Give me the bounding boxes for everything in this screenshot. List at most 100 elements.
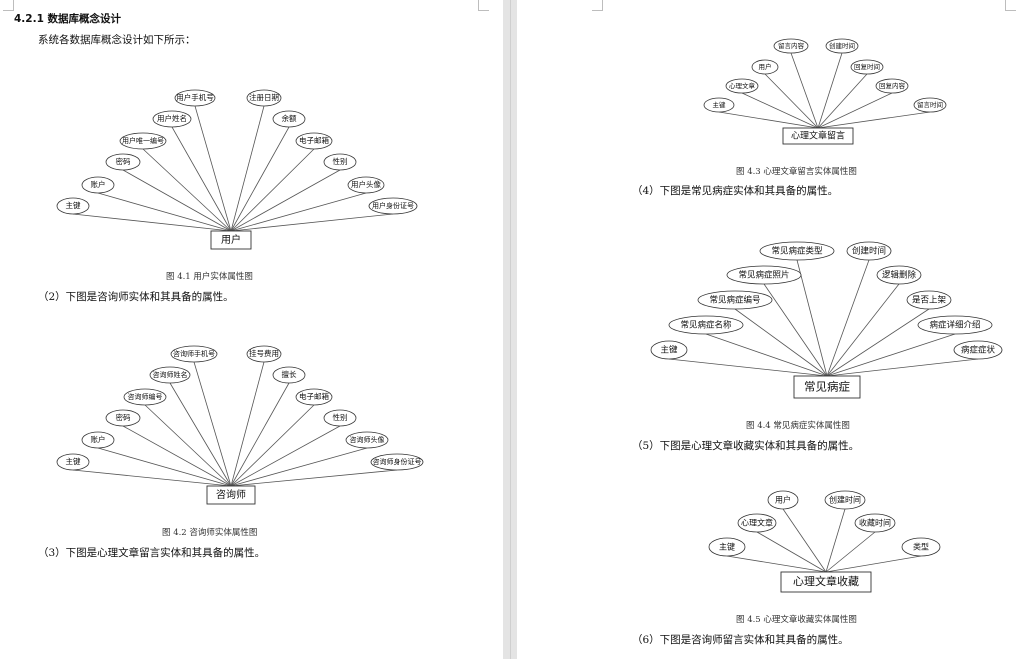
attribute-oval: 回复时间 — [850, 59, 884, 75]
attribute-oval: 用户姓名 — [152, 110, 192, 128]
connector-line — [230, 169, 341, 232]
connector-line — [782, 508, 827, 573]
attribute-oval: 电子邮箱 — [295, 388, 333, 406]
attribute-oval: 性别 — [323, 409, 357, 427]
connector-line — [230, 469, 398, 487]
attribute-oval: 咨询师姓名 — [149, 366, 191, 384]
svg-text:类型: 类型 — [913, 542, 929, 552]
connector-line — [726, 555, 827, 573]
crop-mark — [592, 0, 603, 11]
svg-text:密码: 密码 — [116, 156, 131, 166]
attribute-oval: 类型 — [901, 537, 941, 557]
connector-line — [817, 73, 868, 129]
attribute-oval: 电子邮箱 — [295, 132, 333, 150]
svg-text:用户身份证号: 用户身份证号 — [372, 201, 414, 210]
svg-text:用户手机号: 用户手机号 — [176, 92, 214, 102]
entity-box: 咨询师 — [206, 485, 256, 505]
connector-line — [230, 213, 394, 232]
svg-text:密码: 密码 — [116, 412, 131, 422]
svg-text:咨询师身份证号: 咨询师身份证号 — [373, 457, 422, 466]
attribute-oval: 主键 — [56, 197, 90, 215]
connector-line — [171, 126, 232, 232]
entity-box: 常见病症 — [793, 375, 861, 399]
connector-line — [142, 148, 232, 232]
attribute-oval: 注册日期 — [246, 89, 282, 107]
connector-line — [194, 105, 232, 232]
attribute-oval: 用户身份证号 — [368, 197, 418, 215]
attribute-oval: 账户 — [81, 176, 115, 194]
section-heading: 4.2.1 数据库概念设计 — [14, 13, 122, 25]
attribute-oval: 用户 — [751, 59, 779, 75]
connector-line — [230, 447, 368, 487]
attribute-oval: 账户 — [81, 431, 115, 449]
document-page-left: 4.2.1 数据库概念设计 系统各数据库概念设计如下所示： 主键 账户 密码 用… — [0, 0, 503, 659]
connector-line — [230, 105, 265, 232]
svg-text:常见病症: 常见病症 — [804, 380, 850, 394]
body-paragraph: （5）下图是心理文章收藏实体和其具备的属性。 — [632, 440, 860, 452]
connector-line — [796, 259, 828, 377]
svg-text:咨询师头像: 咨询师头像 — [350, 435, 385, 444]
connector-line — [230, 148, 315, 232]
svg-text:常见病症照片: 常见病症照片 — [738, 270, 789, 281]
attribute-oval: 咨询师手机号 — [170, 345, 218, 363]
svg-text:病症详细介绍: 病症详细介绍 — [929, 320, 980, 331]
er-diagram-user: 主键 账户 密码 用户唯一编号 用户姓名 用户手机号 注册日期 余额 电子邮箱 … — [56, 89, 418, 250]
svg-text:心理文章: 心理文章 — [741, 518, 773, 528]
attribute-oval: 留言时间 — [913, 97, 947, 113]
svg-text:留言内容: 留言内容 — [778, 41, 805, 50]
attribute-oval: 用户手机号 — [174, 89, 216, 107]
svg-text:主键: 主键 — [660, 345, 678, 356]
attribute-oval: 心理文章 — [725, 78, 759, 94]
entity-box: 心理文章留言 — [782, 127, 854, 145]
er-diagram-counselor: 主键 账户 密码 咨询师编号 咨询师姓名 咨询师手机号 挂号费用 擅长 电子邮箱… — [56, 345, 424, 505]
attribute-oval: 常见病症类型 — [759, 241, 835, 261]
connector-line — [72, 469, 232, 487]
attribute-oval: 用户 — [767, 490, 799, 510]
connector-line — [817, 92, 893, 129]
connector-line — [825, 555, 922, 573]
attribute-oval: 心理文章 — [737, 513, 777, 533]
svg-text:账户: 账户 — [91, 179, 106, 189]
attribute-oval: 用户头像 — [347, 176, 385, 194]
connector-line — [230, 361, 265, 487]
body-paragraph: （6）下图是咨询师留言实体和其具备的属性。 — [632, 634, 849, 646]
attribute-oval: 性别 — [323, 153, 357, 171]
figure-caption: 图 4.3 心理文章留言实体属性图 — [736, 167, 857, 177]
svg-text:回复时间: 回复时间 — [854, 62, 880, 71]
svg-text:回复内容: 回复内容 — [879, 81, 906, 90]
attribute-oval: 留言内容 — [773, 38, 809, 54]
svg-text:常见病症编号: 常见病症编号 — [709, 295, 760, 306]
er-diagram-article-comment: 主键 心理文章 用户 留言内容 创建时间 回复时间 回复内容 留言时间 心理文章… — [703, 38, 947, 145]
connector-line — [826, 308, 930, 377]
svg-text:擅长: 擅长 — [282, 369, 297, 379]
entity-box: 用户 — [210, 230, 252, 250]
intro-paragraph: 系统各数据库概念设计如下所示： — [38, 34, 196, 46]
attribute-oval: 咨询师身份证号 — [370, 453, 424, 471]
attribute-oval: 常见病症编号 — [697, 290, 773, 310]
body-paragraph: （2）下图是咨询师实体和其具备的属性。 — [38, 291, 234, 303]
svg-text:收藏时间: 收藏时间 — [859, 518, 891, 528]
connector-line — [825, 531, 876, 573]
svg-text:性别: 性别 — [333, 412, 348, 422]
attribute-oval: 用户唯一编号 — [119, 132, 167, 150]
attribute-oval: 主键 — [708, 537, 746, 557]
er-diagram-article-favorite: 主键 心理文章 用户 创建时间 收藏时间 类型 心理文章收藏 — [708, 490, 941, 593]
svg-text:主键: 主键 — [66, 200, 81, 210]
svg-text:主键: 主键 — [66, 456, 81, 466]
svg-text:用户: 用户 — [221, 233, 241, 246]
connector-line — [790, 52, 819, 129]
svg-text:电子邮箱: 电子邮箱 — [299, 391, 329, 401]
attribute-oval: 是否上架 — [906, 290, 952, 310]
svg-text:余额: 余额 — [282, 113, 297, 123]
figure-caption: 图 4.2 咨询师实体属性图 — [162, 528, 258, 538]
figure-caption: 图 4.1 用户实体属性图 — [166, 272, 253, 282]
figure-caption: 图 4.4 常见病症实体属性图 — [746, 421, 850, 431]
connector-line — [72, 213, 232, 232]
connector-line — [122, 425, 232, 487]
attribute-oval: 挂号费用 — [246, 345, 282, 363]
svg-text:挂号费用: 挂号费用 — [249, 348, 279, 358]
er-diagram-disease: 主键 常见病症名称 常见病症编号 常见病症照片 常见病症类型 创建时间 逻辑删除… — [650, 241, 1003, 399]
connector-line — [230, 126, 290, 232]
connector-line — [718, 111, 819, 129]
attribute-oval: 常见病症名称 — [668, 315, 744, 335]
